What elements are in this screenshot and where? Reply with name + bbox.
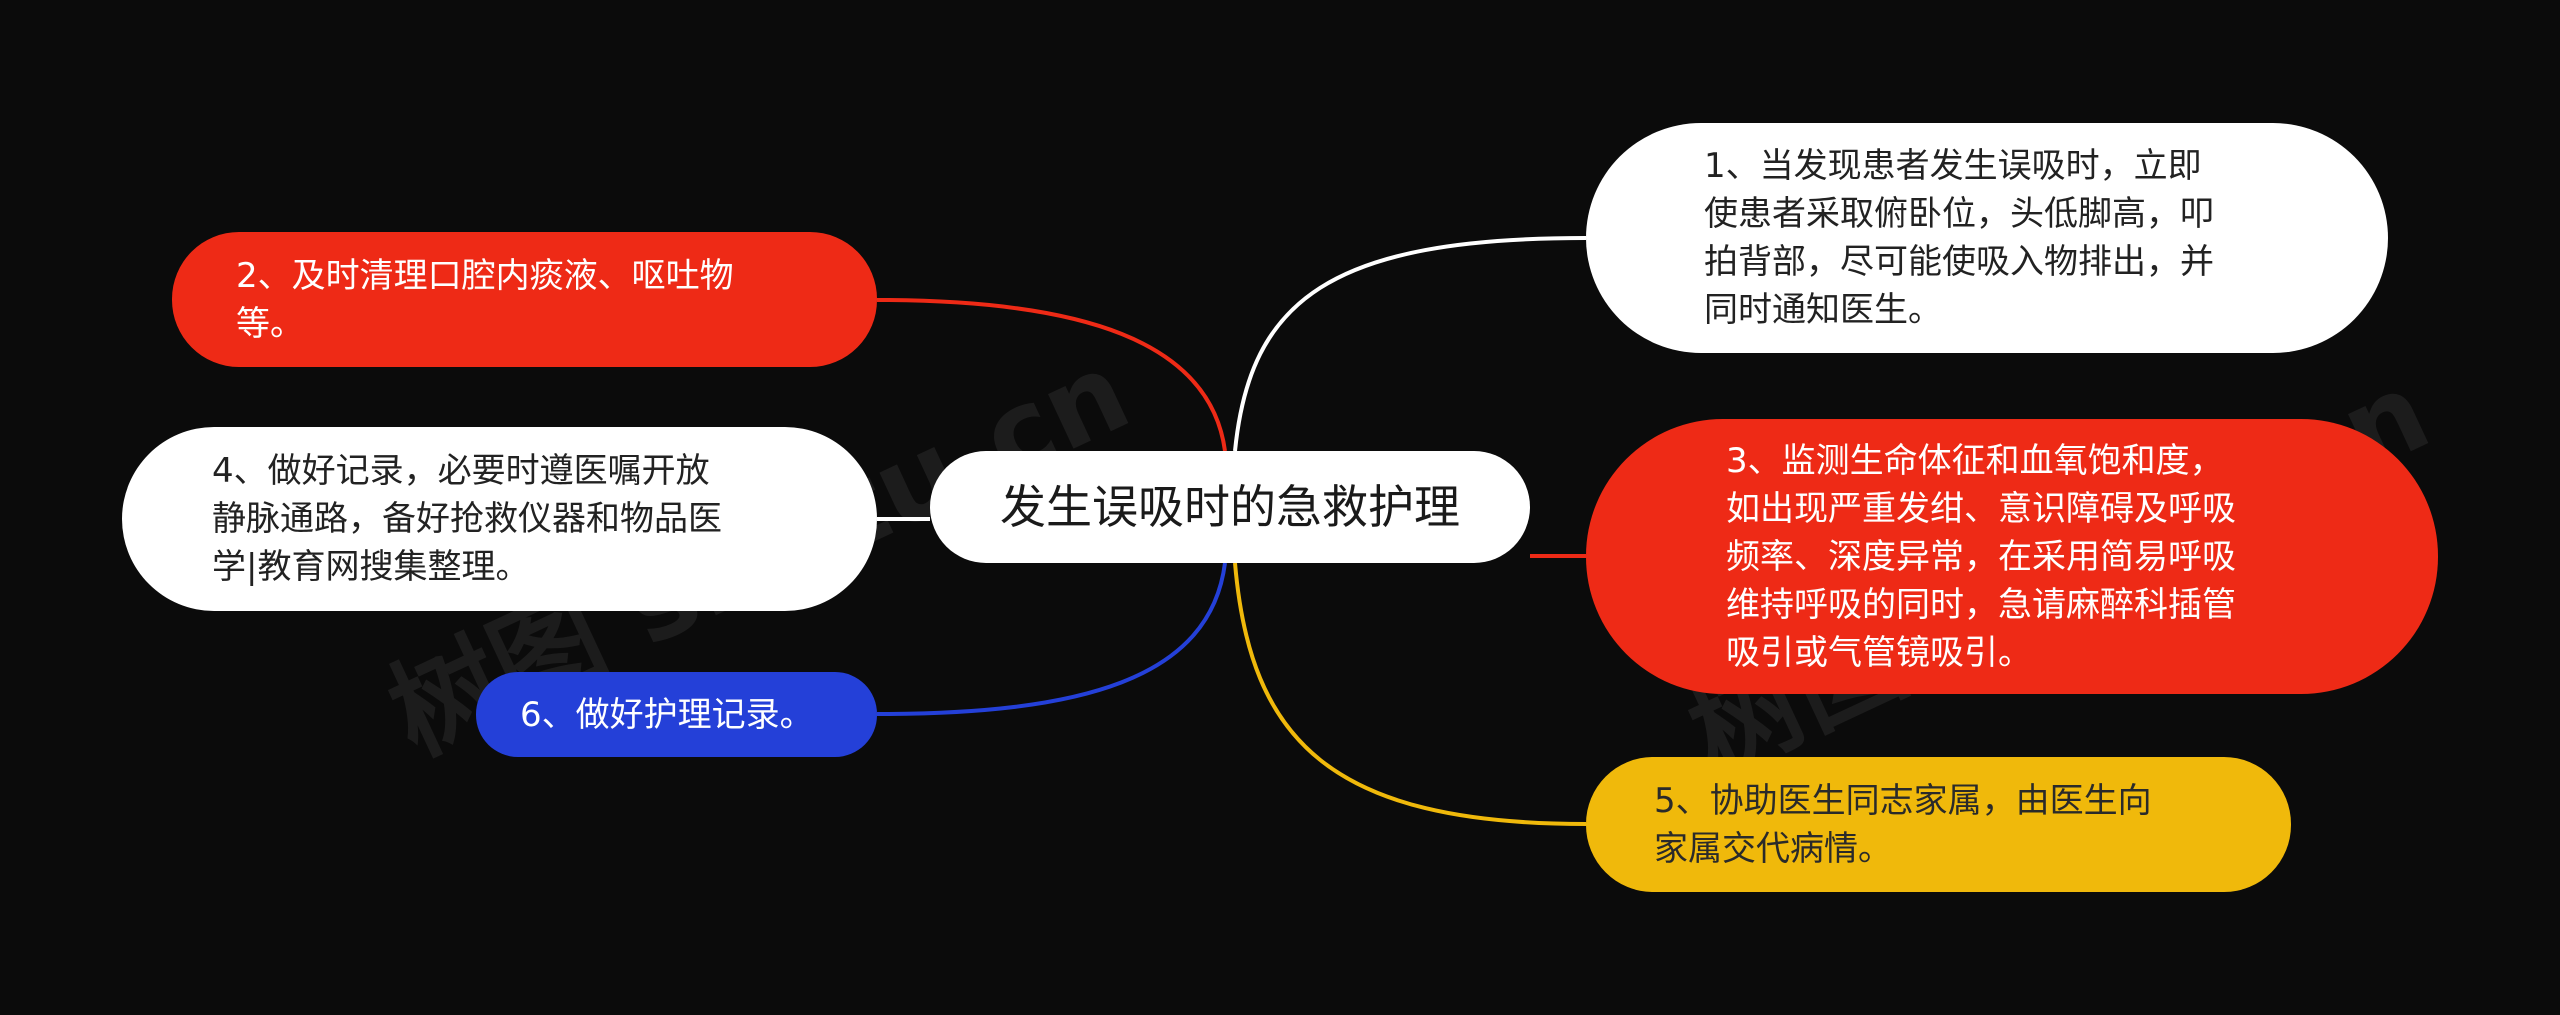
- central-topic-label: 发生误吸时的急救护理: [1000, 480, 1460, 534]
- connector-branch-1: [1233, 236, 1587, 452]
- connector-branch-5: [1233, 562, 1587, 826]
- text-line: 等。: [236, 303, 304, 344]
- branch-3-text: 3、监测生命体征和血氧饱和度， 如出现严重发绀、意识障碍及呼吸 频率、深度异常，…: [1726, 437, 2236, 677]
- text-line: 家属交代病情。: [1654, 828, 1892, 869]
- text-line: 2、及时清理口腔内痰液、呕吐物: [236, 255, 734, 296]
- text-line: 频率、深度异常，在采用简易呼吸: [1726, 536, 2236, 577]
- branch-node-4[interactable]: 4、做好记录，必要时遵医嘱开放 静脉通路，备好抢救仪器和物品医 学|教育网搜集整…: [122, 427, 877, 611]
- branch-6-text: 6、做好护理记录。: [520, 691, 814, 739]
- branch-node-3[interactable]: 3、监测生命体征和血氧饱和度， 如出现严重发绀、意识障碍及呼吸 频率、深度异常，…: [1586, 419, 2438, 694]
- branch-2-text: 2、及时清理口腔内痰液、呕吐物 等。: [236, 252, 734, 348]
- branch-node-1[interactable]: 1、当发现患者发生误吸时，立即 使患者采取俯卧位，头低脚高，叩 拍背部，尽可能使…: [1586, 123, 2388, 353]
- branch-5-text: 5、协助医生同志家属，由医生向 家属交代病情。: [1654, 777, 2152, 873]
- text-line: 维持呼吸的同时，急请麻醉科插管: [1726, 584, 2236, 625]
- text-line: 3、监测生命体征和血氧饱和度，: [1726, 440, 2224, 481]
- text-line: 拍背部，尽可能使吸入物排出，并: [1704, 242, 2214, 282]
- branch-node-6[interactable]: 6、做好护理记录。: [476, 672, 877, 757]
- text-line: 吸引或气管镜吸引。: [1726, 632, 2032, 673]
- text-line: 静脉通路，备好抢救仪器和物品医: [212, 499, 722, 539]
- text-line: 使患者采取俯卧位，头低脚高，叩: [1704, 194, 2214, 234]
- text-line: 学|教育网搜集整理。: [212, 547, 530, 587]
- central-topic-node[interactable]: 发生误吸时的急救护理: [930, 451, 1530, 563]
- branch-1-text: 1、当发现患者发生误吸时，立即 使患者采取俯卧位，头低脚高，叩 拍背部，尽可能使…: [1704, 142, 2214, 334]
- branch-4-text: 4、做好记录，必要时遵医嘱开放 静脉通路，备好抢救仪器和物品医 学|教育网搜集整…: [212, 447, 722, 591]
- text-line: 6、做好护理记录。: [520, 694, 814, 735]
- branch-node-5[interactable]: 5、协助医生同志家属，由医生向 家属交代病情。: [1586, 757, 2291, 892]
- text-line: 5、协助医生同志家属，由医生向: [1654, 780, 2152, 821]
- connector-branch-6: [876, 562, 1227, 716]
- text-line: 1、当发现患者发生误吸时，立即: [1704, 146, 2202, 186]
- connector-branch-2: [876, 298, 1227, 452]
- text-line: 4、做好记录，必要时遵医嘱开放: [212, 451, 710, 491]
- text-line: 同时通知医生。: [1704, 290, 1942, 330]
- text-line: 如出现严重发绀、意识障碍及呼吸: [1726, 488, 2236, 529]
- branch-node-2[interactable]: 2、及时清理口腔内痰液、呕吐物 等。: [172, 232, 877, 367]
